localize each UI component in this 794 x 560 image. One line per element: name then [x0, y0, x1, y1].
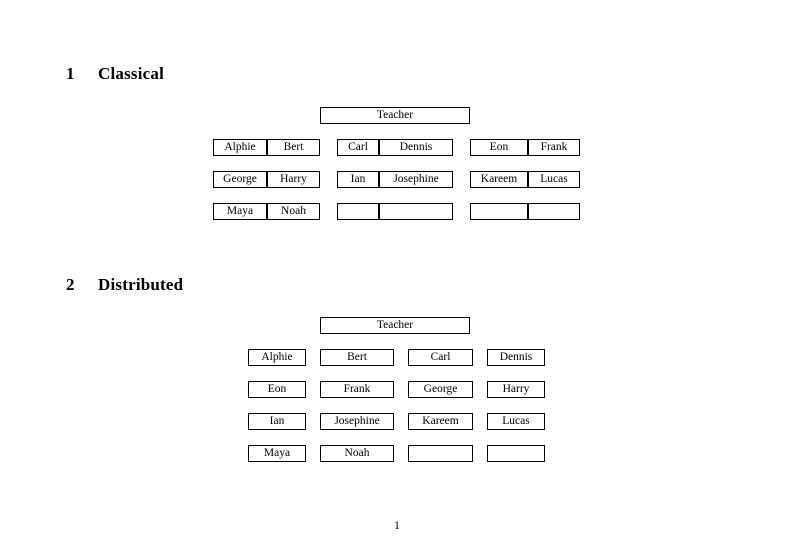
teacher-box-classical: Teacher — [320, 107, 470, 124]
table-cell: Bert — [320, 349, 394, 366]
table-row: Eon Frank — [470, 139, 580, 156]
table-row: Carl Dennis — [337, 139, 453, 156]
table-row: Kareem Lucas — [470, 171, 580, 188]
teacher-box-distributed: Teacher — [320, 317, 470, 334]
table-cell: Kareem — [470, 171, 528, 188]
table-cell — [408, 445, 473, 462]
table-cell: Carl — [337, 139, 379, 156]
table-cell: Josephine — [320, 413, 394, 430]
table-cell: Eon — [470, 139, 528, 156]
section-title: Classical — [98, 64, 165, 83]
table-row: George Harry — [213, 171, 320, 188]
table-cell — [487, 445, 545, 462]
table-cell: Alphie — [248, 349, 306, 366]
table-cell — [379, 203, 453, 220]
table-cell: Frank — [528, 139, 580, 156]
table-cell: Kareem — [408, 413, 473, 430]
section-heading-classical: 1 Classical — [66, 64, 164, 84]
table-row: Ian Josephine — [337, 171, 453, 188]
section-number: 2 — [66, 275, 75, 294]
table-row — [337, 203, 453, 220]
table-cell: Josephine — [379, 171, 453, 188]
table-cell — [470, 203, 528, 220]
table-cell: Bert — [267, 139, 320, 156]
table-cell: Harry — [487, 381, 545, 398]
table-cell: Harry — [267, 171, 320, 188]
table-cell: Alphie — [213, 139, 267, 156]
table-cell: Lucas — [528, 171, 580, 188]
table-cell: Lucas — [487, 413, 545, 430]
table-row: Maya Noah — [213, 203, 320, 220]
table-row: Alphie Bert — [213, 139, 320, 156]
section-number: 1 — [66, 64, 75, 83]
table-cell: Dennis — [487, 349, 545, 366]
section-heading-distributed: 2 Distributed — [66, 275, 183, 295]
table-cell: Noah — [320, 445, 394, 462]
table-cell: Ian — [248, 413, 306, 430]
table-cell: George — [408, 381, 473, 398]
table-cell: Frank — [320, 381, 394, 398]
table-cell: Eon — [248, 381, 306, 398]
section-title: Distributed — [98, 275, 184, 294]
table-cell: Carl — [408, 349, 473, 366]
table-cell: George — [213, 171, 267, 188]
table-cell — [337, 203, 379, 220]
table-cell: Noah — [267, 203, 320, 220]
page-number: 1 — [394, 520, 400, 532]
table-cell: Maya — [213, 203, 267, 220]
table-cell: Ian — [337, 171, 379, 188]
table-cell: Dennis — [379, 139, 453, 156]
table-row — [470, 203, 580, 220]
table-cell: Maya — [248, 445, 306, 462]
table-cell — [528, 203, 580, 220]
